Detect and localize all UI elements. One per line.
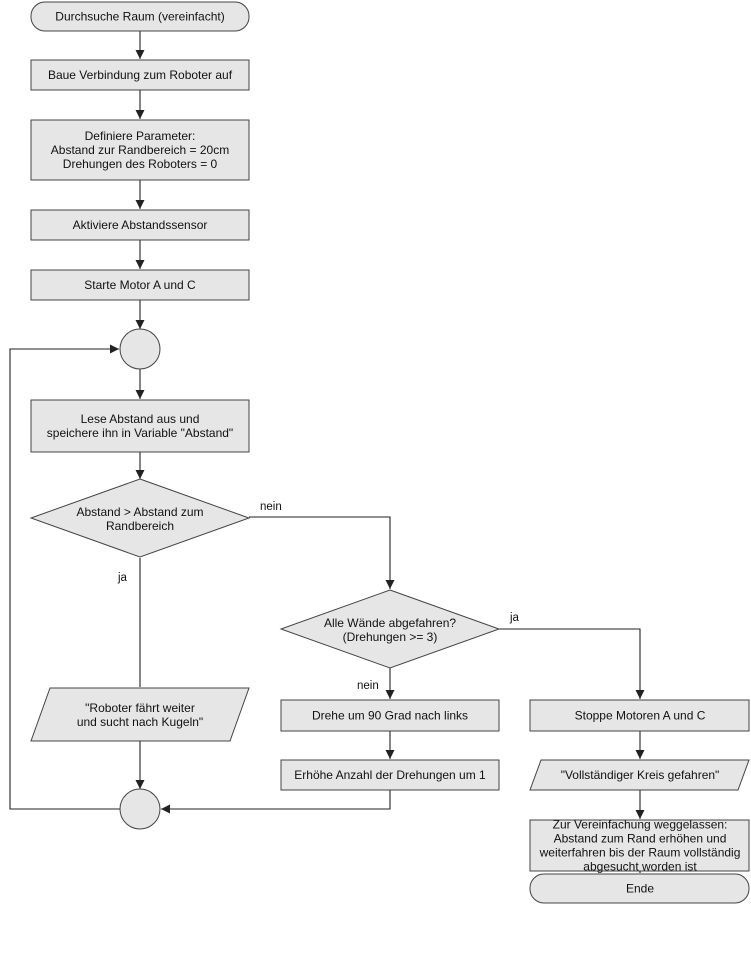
note-line: Abstand zum Rand erhöhen und xyxy=(554,832,727,846)
connector-shape xyxy=(119,328,161,370)
node-start-text: Durchsuche Raum (vereinfacht) xyxy=(55,10,224,24)
sensor-line: Aktiviere Abstandssensor xyxy=(73,218,208,232)
process-shape xyxy=(30,209,250,241)
node-increment: Erhöhe Anzahl der Drehungen um 1 xyxy=(280,759,500,791)
decision-walls-line: Alle Wände abgefahren? xyxy=(324,616,456,630)
start-line: Durchsuche Raum (vereinfacht) xyxy=(55,10,224,24)
edge-label-distance-yes: ja xyxy=(117,572,128,584)
decision-walls-line: (Drehungen >= 3) xyxy=(343,630,438,644)
process-shape xyxy=(529,699,750,732)
node-start: Durchsuche Raum (vereinfacht) xyxy=(30,1,250,32)
node-end-text: Ende xyxy=(626,882,654,896)
node-note-text: Zur Vereinfachung weggelassen:Abstand zu… xyxy=(539,818,741,874)
node-motors-text: Starte Motor A und C xyxy=(84,278,196,292)
node-note: Zur Vereinfachung weggelassen:Abstand zu… xyxy=(529,818,750,874)
io-shape xyxy=(30,687,250,742)
note-line: abgesucht worden ist xyxy=(583,860,697,874)
process-shape xyxy=(30,269,250,301)
node-decision-walls: Alle Wände abgefahren?(Drehungen >= 3) xyxy=(279,589,501,669)
decision-shape xyxy=(279,589,501,669)
edge-walls-yes xyxy=(499,628,645,699)
node-join-top xyxy=(119,328,161,370)
increment-line: Erhöhe Anzahl der Drehungen um 1 xyxy=(294,768,486,782)
node-params: Definiere Parameter:Abstand zur Randbere… xyxy=(30,119,250,181)
decision-distance-line: Abstand > Abstand zum xyxy=(76,505,203,519)
params-line: Definiere Parameter: xyxy=(85,129,196,143)
process-shape xyxy=(280,699,500,732)
connector-shape xyxy=(119,788,161,830)
node-motors: Starte Motor A und C xyxy=(30,269,250,301)
decision-shape xyxy=(29,478,251,558)
edge-loop-back xyxy=(9,344,120,810)
io-shape xyxy=(529,759,750,791)
edge-label-distance-no: nein xyxy=(260,501,282,513)
note-line: weiterfahren bis der Raum vollständig xyxy=(539,846,741,860)
node-increment-text: Erhöhe Anzahl der Drehungen um 1 xyxy=(294,768,486,782)
end-line: Ende xyxy=(626,882,654,896)
node-decision-walls-text: Alle Wände abgefahren?(Drehungen >= 3) xyxy=(324,616,456,644)
process-shape xyxy=(30,119,250,181)
edge-label-walls-yes: ja xyxy=(509,612,520,624)
terminator-shape xyxy=(30,1,250,32)
continue-io-line: und sucht nach Kugeln" xyxy=(77,715,203,729)
connect-line: Baue Verbindung zum Roboter auf xyxy=(48,68,233,82)
node-circle-io-text: "Vollständiger Kreis gefahren" xyxy=(561,768,720,782)
node-sensor-text: Aktiviere Abstandssensor xyxy=(73,218,208,232)
stop-line: Stoppe Motoren A und C xyxy=(575,709,706,723)
params-line: Abstand zur Randbereich = 20cm xyxy=(51,143,229,157)
node-turn-text: Drehe um 90 Grad nach links xyxy=(312,709,468,723)
edge-labels: nein ja ja nein xyxy=(117,501,520,692)
edges xyxy=(9,31,645,873)
process-shape xyxy=(529,819,750,872)
node-stop-text: Stoppe Motoren A und C xyxy=(575,709,706,723)
node-params-text: Definiere Parameter:Abstand zur Randbere… xyxy=(51,129,229,171)
circle-io-line: "Vollständiger Kreis gefahren" xyxy=(561,768,720,782)
node-end: Ende xyxy=(529,873,750,904)
edge-distance-no xyxy=(249,516,395,589)
edge-label-walls-no: nein xyxy=(357,680,379,692)
read-line: speichere ihn in Variable "Abstand" xyxy=(47,426,233,440)
decision-distance-line: Randbereich xyxy=(106,519,174,533)
node-turn: Drehe um 90 Grad nach links xyxy=(280,699,500,732)
process-shape xyxy=(30,59,250,91)
node-sensor: Aktiviere Abstandssensor xyxy=(30,209,250,241)
process-shape xyxy=(30,399,250,453)
params-line: Drehungen des Roboters = 0 xyxy=(63,157,218,171)
node-circle-io: "Vollständiger Kreis gefahren" xyxy=(529,759,750,791)
terminator-shape xyxy=(529,873,750,904)
motors-line: Starte Motor A und C xyxy=(84,278,196,292)
process-shape xyxy=(280,759,500,791)
node-connect: Baue Verbindung zum Roboter auf xyxy=(30,59,250,91)
continue-io-line: "Roboter fährt weiter xyxy=(85,701,195,715)
turn-line: Drehe um 90 Grad nach links xyxy=(312,709,468,723)
node-connect-text: Baue Verbindung zum Roboter auf xyxy=(48,68,233,82)
node-stop: Stoppe Motoren A und C xyxy=(529,699,750,732)
edge-increment-join-bottom xyxy=(161,790,391,814)
read-line: Lese Abstand aus und xyxy=(81,412,200,426)
node-join-bottom xyxy=(119,788,161,830)
note-line: Zur Vereinfachung weggelassen: xyxy=(553,818,728,832)
